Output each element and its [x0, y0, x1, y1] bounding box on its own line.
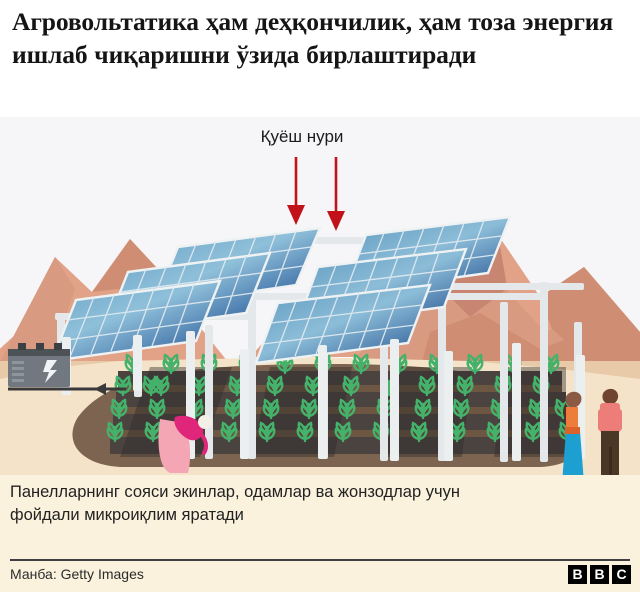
sunlight-arrowheads: [287, 205, 345, 231]
agrivoltaics-illustration: [0, 117, 640, 475]
headline-area: Агровольтатика ҳам деҳқончилик, ҳам тоза…: [0, 0, 640, 117]
lightning-bolt-icon: [43, 360, 57, 383]
bbc-logo-letter-2: B: [590, 565, 609, 584]
bbc-logo-letter-1: B: [568, 565, 587, 584]
farmer-figure: [158, 415, 212, 473]
source-text: Манба: Getty Images: [10, 566, 144, 582]
illustration-stage: Қуёш нури: [0, 117, 640, 475]
page-title: Агровольтатика ҳам деҳқончилик, ҳам тоза…: [12, 7, 614, 69]
person-man: [598, 388, 622, 475]
bbc-logo-letter-3: C: [612, 565, 631, 584]
caption-block: Панелларнинг сояси экинлар, одамлар ва ж…: [0, 475, 640, 592]
power-cable-arrow: [8, 383, 126, 395]
person-woman: [562, 391, 584, 475]
two-standing-people: [562, 388, 622, 475]
caption-text: Панелларнинг сояси экинлар, одамлар ва ж…: [10, 483, 460, 525]
source-divider: [10, 559, 630, 561]
bbc-logo: B B C: [568, 565, 631, 584]
farmer-head: [198, 415, 212, 429]
solar-panel-array: [50, 215, 512, 365]
sunlight-arrows: [294, 157, 338, 215]
battery-storage-unit: [8, 343, 70, 387]
